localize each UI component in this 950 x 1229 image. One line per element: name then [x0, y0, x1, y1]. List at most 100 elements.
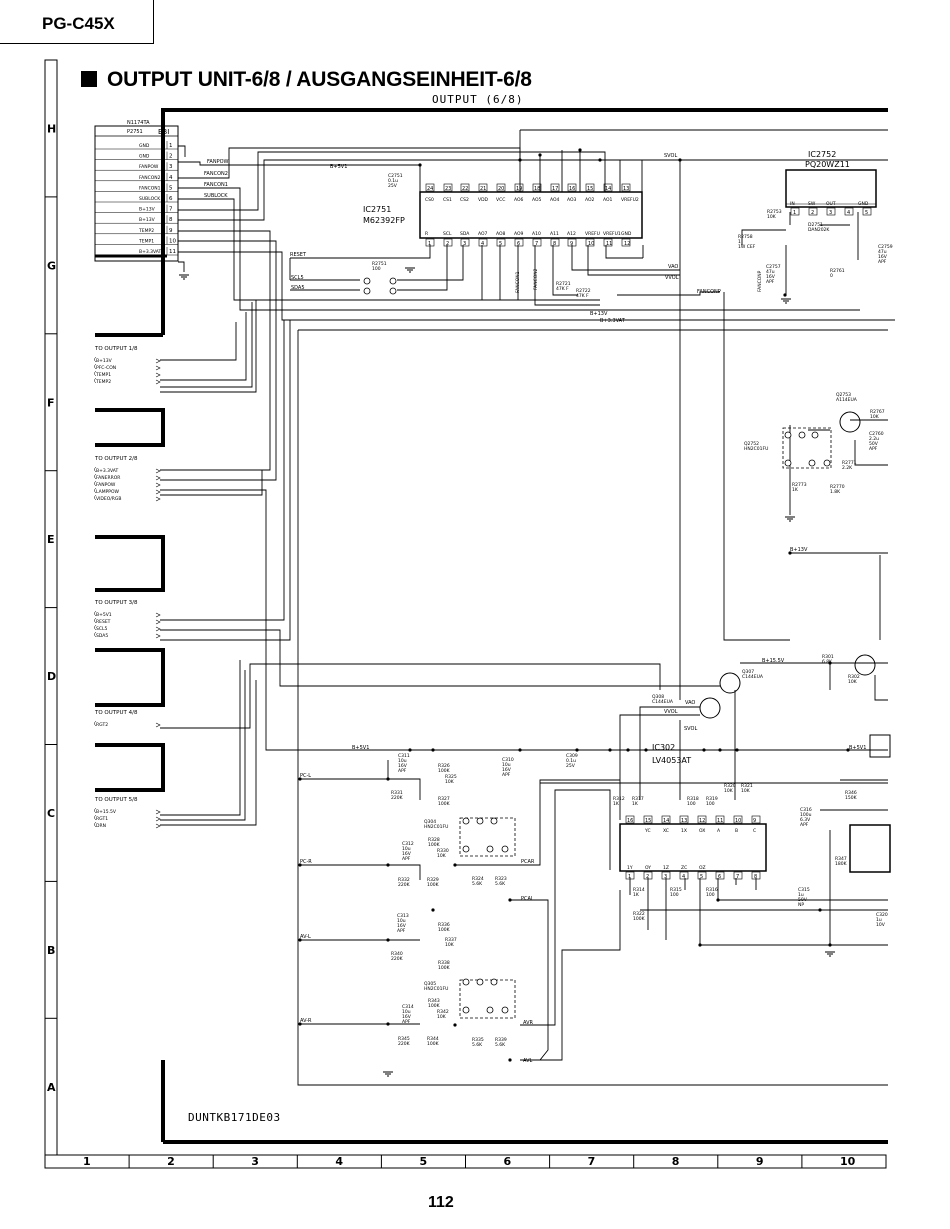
- transistor-pin-circle: [462, 817, 470, 825]
- junction-dot: [608, 748, 612, 752]
- ic2751-part: M62392FP: [363, 216, 405, 225]
- ic2752-pin-number: 1: [793, 210, 796, 216]
- ic2751-top-pin-number: 21: [480, 186, 486, 192]
- transistor-q2753: [839, 411, 861, 433]
- ic2751-bottom-pin-number: 3: [463, 241, 466, 247]
- ic302-bottom-pin-number: 3: [664, 874, 667, 880]
- output-group-signal: TEMP2: [95, 379, 111, 385]
- ic2751-bottom-pin-number: 1: [428, 241, 431, 247]
- ic2751-top-pin-name: AO5: [532, 197, 542, 203]
- signal-bracket: [94, 494, 97, 501]
- transistor-pin-circle: [462, 845, 470, 853]
- signal-arrow: [155, 358, 161, 364]
- ic2751-pin-box: [532, 183, 542, 192]
- title-square-icon: [81, 71, 97, 87]
- junction-dot: [575, 748, 579, 752]
- ic302-bottom-pin-name: OZ: [699, 865, 706, 871]
- net-label-fanpow: FANPOW: [207, 159, 229, 165]
- ic2751-pin-box: [425, 183, 435, 192]
- ic2751-bottom-pin-name: VREFU1: [603, 231, 621, 237]
- connector-pin-label: FANCON1: [139, 185, 161, 191]
- junction-dot: [846, 748, 850, 752]
- output-group-signal: RESET: [96, 619, 111, 625]
- col-label-9: 9: [756, 1155, 764, 1168]
- ic2751-bottom-pin-name: GND: [621, 231, 632, 237]
- ic2751-pin-box: [443, 238, 453, 247]
- ic2751-pin-box: [514, 183, 524, 192]
- connector-pin-label: B+3.3VAT: [139, 249, 162, 255]
- ic302-top-pin-number: 15: [645, 818, 651, 824]
- col-label-2: 2: [167, 1155, 175, 1168]
- transistor-pin-circle: [808, 459, 816, 467]
- ic2751-top-pin-number: 16: [569, 186, 575, 192]
- col-label-10: 10: [840, 1155, 856, 1168]
- ic2752-ref: IC2752: [808, 150, 836, 159]
- ic302-bottom-pin-name: ZC: [681, 865, 687, 871]
- junction-dot: [298, 938, 302, 942]
- net-label-vao: VAO: [668, 264, 678, 270]
- net-label-vvol: VVOL: [665, 275, 679, 281]
- ic302-top-pin-number: 13: [681, 818, 687, 824]
- net-label-reset: RESET: [290, 252, 307, 258]
- ic2751-pin-box: [443, 183, 453, 192]
- ic-partial-right-top: [869, 734, 891, 758]
- header-frame: [0, 0, 154, 44]
- junction-dot: [538, 153, 542, 157]
- junction-dot: [518, 748, 522, 752]
- ic-partial-right: [849, 824, 891, 873]
- net-label-svol: SVOL: [664, 153, 677, 159]
- signal-bracket: [94, 624, 97, 631]
- connector-pin-label: TEMP2: [138, 228, 154, 234]
- ic2751-top-pin-number: 13: [623, 186, 629, 192]
- signal-arrow: [155, 496, 161, 502]
- output-group-signal: DRN: [96, 823, 106, 829]
- junction-dot: [508, 1058, 512, 1062]
- ic302-bottom-pin-number: 1: [628, 874, 631, 880]
- ic302-bottom-pin-number: 6: [718, 874, 721, 880]
- page-title: OUTPUT UNIT-6/8 / AUSGANGSEINHEIT-6/8: [81, 68, 532, 92]
- output-group-signal: B+5V1: [96, 612, 112, 618]
- transistor-q301: [854, 654, 876, 676]
- ic2751-pin-box: [532, 238, 542, 247]
- ic302-bottom-pin-number: 8: [754, 874, 757, 880]
- ic2752-pin-box: [862, 207, 872, 216]
- ic302-bottom-pin-number: 7: [736, 874, 739, 880]
- net-label-pcal: PCAL: [521, 896, 534, 902]
- ic2751-top-pin-name: VREFU2: [621, 197, 639, 203]
- signal-arrow: [155, 823, 161, 829]
- output-group-signal: SDA5: [96, 633, 108, 639]
- ic2751-bottom-pin-number: 7: [535, 241, 538, 247]
- ic2752-part: PQ20WZ11: [805, 160, 850, 169]
- ic2752-pin-box: [844, 207, 854, 216]
- junction-dot: [578, 148, 582, 152]
- signal-arrow: [155, 633, 161, 639]
- net-label-pcl: PC-L: [300, 773, 311, 779]
- col-label-1: 1: [83, 1155, 91, 1168]
- ic2751-bottom-pin-number: 9: [570, 241, 573, 247]
- connector-pin-number: 8: [169, 217, 173, 223]
- ic2751-bottom-pin-number: 10: [588, 241, 594, 247]
- ic2751-top-pin-number: 24: [427, 186, 433, 192]
- board-notch: [95, 743, 165, 792]
- net-label-b5v1: B+5V1: [352, 745, 369, 751]
- transistor-pin-circle: [363, 277, 371, 285]
- signal-arrow: [155, 482, 161, 488]
- signal-bracket: [94, 631, 97, 638]
- transistor-q308: [699, 697, 721, 719]
- transistor-pin-circle: [490, 978, 498, 986]
- ic2751-bottom-pin-name: A12: [567, 231, 576, 237]
- junction-dot: [828, 661, 832, 665]
- signal-bracket: [94, 473, 97, 480]
- row-label-h: H: [47, 122, 56, 135]
- ic2751-top-pin-number: 23: [445, 186, 451, 192]
- ic2751-top-pin-name: AO1: [603, 197, 613, 203]
